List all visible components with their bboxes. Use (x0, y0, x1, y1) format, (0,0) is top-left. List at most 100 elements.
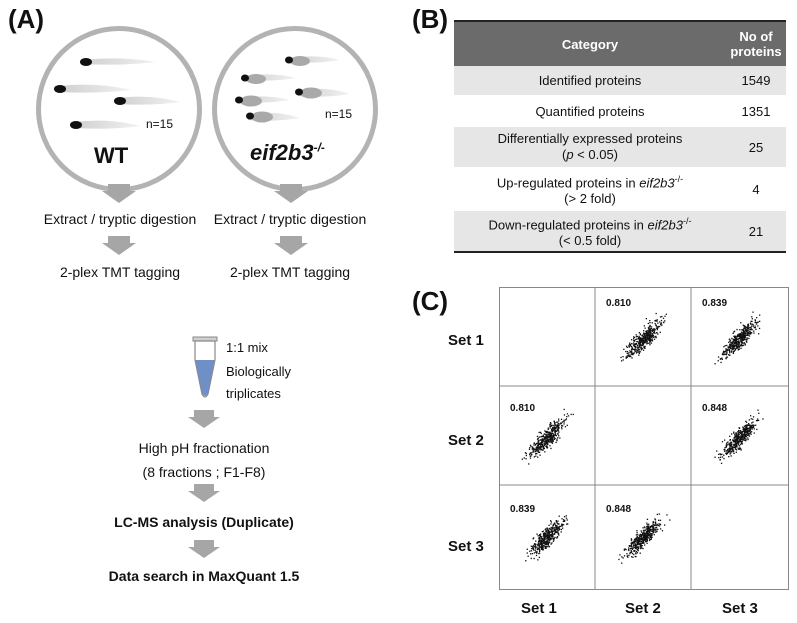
scatter-point (757, 409, 759, 411)
scatter-point (751, 422, 753, 424)
scatter-point (641, 542, 643, 544)
scatter-point (744, 433, 746, 435)
scatter-point (555, 427, 557, 429)
scatter-point (732, 441, 735, 443)
scatter-point (639, 547, 642, 550)
scatter-point (738, 348, 741, 350)
scatter-point (544, 546, 547, 548)
scatter-point (550, 534, 552, 536)
scatter-point (635, 349, 638, 351)
scatter-point (734, 341, 736, 343)
scatter-point (758, 412, 760, 414)
scatter-point (649, 334, 652, 337)
row-label: Quantified proteins (454, 96, 726, 127)
scatter-point (654, 322, 656, 325)
scatter-point (630, 542, 632, 545)
scatter-point (633, 348, 635, 351)
scatter-point (547, 435, 549, 437)
scatter-point (745, 424, 748, 426)
scatter-point (539, 538, 541, 540)
scatter-point (532, 538, 534, 540)
scatter-point (546, 536, 549, 538)
scatter-point (634, 349, 636, 351)
scatter-point (538, 556, 540, 559)
scatter-point (636, 542, 638, 544)
scatter-point (737, 348, 740, 350)
scatter-point (629, 354, 631, 356)
scatter-point (550, 531, 552, 533)
scatter-point (558, 527, 560, 529)
scatter-point (738, 433, 740, 436)
scatter-point (552, 523, 555, 525)
scatter-point (738, 334, 740, 337)
scatter-point (740, 440, 742, 443)
scatter-point (545, 540, 547, 543)
scatter-point (643, 536, 645, 539)
scatter-point (644, 538, 646, 540)
scatter-point (649, 530, 651, 532)
scatter-point (535, 546, 537, 548)
scatter-point (545, 440, 548, 442)
scatter-point (635, 546, 637, 548)
scatter-point (554, 530, 556, 532)
scatter-point (749, 330, 751, 332)
scatter-point (744, 334, 746, 337)
scatter-point (638, 538, 640, 540)
scatter-point (732, 338, 734, 340)
scatter-point (721, 441, 724, 443)
scatter-point (739, 436, 741, 438)
scatter-point (657, 333, 659, 335)
scatter-point (729, 344, 731, 347)
scatter-point (637, 346, 640, 349)
scatter-point (548, 545, 551, 548)
mutant-larva-1 (285, 56, 340, 66)
scatter-point (751, 323, 753, 325)
scatter-point (649, 326, 651, 328)
scatter-point (737, 342, 739, 344)
scatter-point (735, 338, 737, 341)
scatter-point (545, 438, 547, 440)
scatter-point (652, 523, 655, 526)
scatter-point (737, 432, 740, 435)
scatter-point (742, 330, 744, 332)
scatter-point (735, 434, 737, 436)
scatter-point (640, 546, 642, 548)
scatter-point (634, 545, 636, 547)
scatter-point (646, 524, 648, 526)
scatter-point (739, 447, 741, 449)
scatter-point (731, 433, 733, 435)
scatter-point (624, 548, 627, 550)
scatter-point (726, 349, 729, 351)
scatter-point (738, 334, 740, 336)
scatter-point (743, 430, 745, 432)
scatter-point (743, 342, 745, 344)
scatter-point (632, 546, 634, 548)
scatter-point (641, 347, 643, 349)
scatter-point (542, 541, 544, 543)
scatter-point (740, 340, 742, 342)
scatter-point (734, 433, 736, 436)
scatter-point (544, 545, 546, 548)
scatter-point (543, 533, 546, 536)
scatter-point (537, 543, 539, 545)
scatter-point (737, 441, 739, 443)
scatter-point (631, 357, 633, 359)
scatter-point (646, 333, 648, 335)
scatter-point (538, 546, 541, 548)
scatter-point (740, 322, 742, 324)
scatter-point (732, 342, 734, 344)
scatter-point (554, 533, 556, 535)
scatter-point (722, 353, 724, 356)
scatter-point (657, 322, 659, 324)
scatter-point (547, 436, 550, 438)
scatter-point (538, 448, 540, 450)
scatter-point (739, 437, 741, 439)
scatter-point (641, 337, 643, 340)
scatter-point (553, 435, 555, 437)
scatter-point (542, 449, 544, 451)
scatter-point (544, 529, 546, 531)
scatter-point (532, 548, 534, 550)
scatter-point (638, 351, 640, 353)
scatter-point (730, 441, 732, 443)
scatter-point (546, 435, 548, 437)
